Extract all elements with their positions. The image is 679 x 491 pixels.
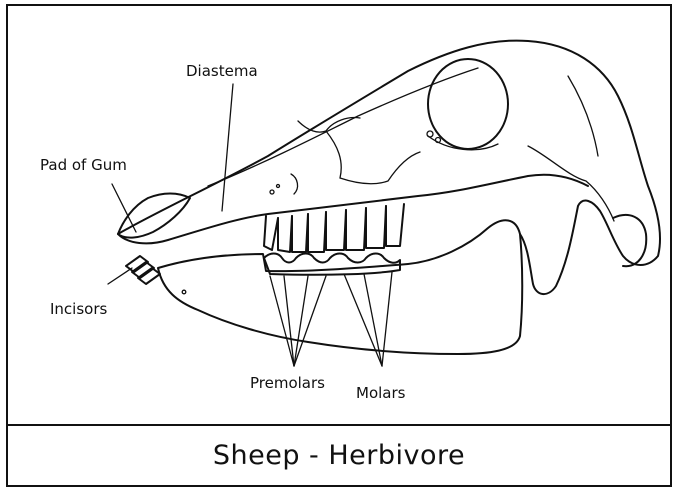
diagram-frame: Diastema Pad of Gum Incisors Premolars M…: [6, 4, 672, 487]
caption-bar: Sheep - Herbivore: [8, 424, 670, 485]
sheep-skull-diagram: Diastema Pad of Gum Incisors Premolars M…: [8, 6, 670, 424]
label-molars: Molars: [356, 384, 406, 402]
label-premolars: Premolars: [250, 374, 325, 392]
label-diastema: Diastema: [186, 62, 258, 80]
label-incisors: Incisors: [50, 300, 108, 318]
leader-lines: [108, 84, 392, 366]
caption-title: Sheep - Herbivore: [213, 440, 465, 471]
label-pad-of-gum: Pad of Gum: [40, 156, 127, 174]
skull-illustration: [118, 41, 660, 354]
